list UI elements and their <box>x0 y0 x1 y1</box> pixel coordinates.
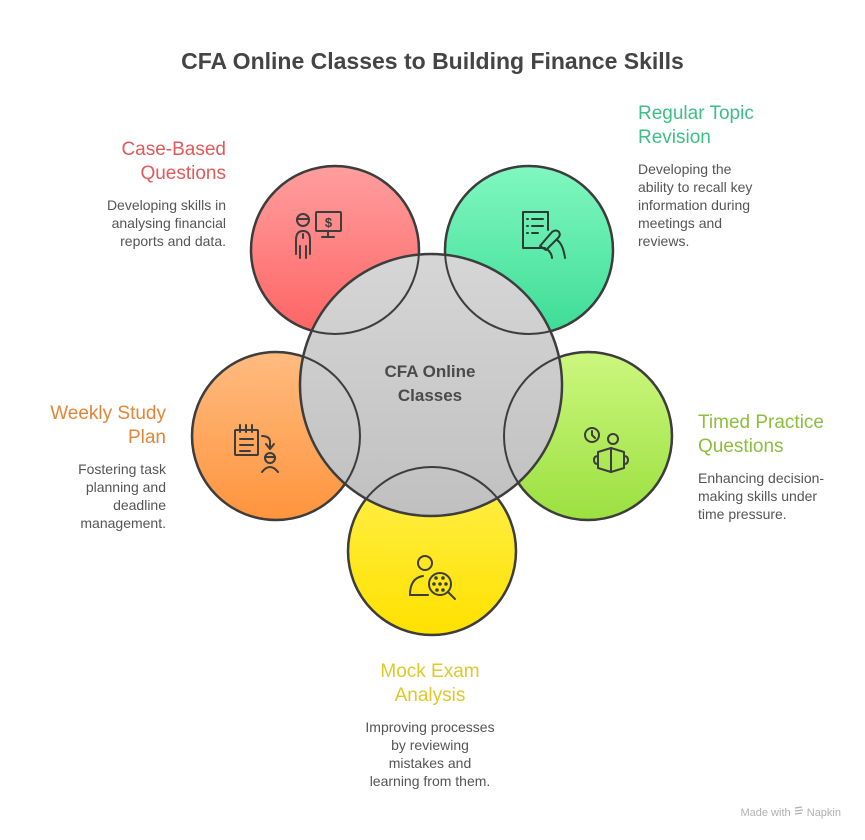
diagram-title: CFA Online Classes to Building Finance S… <box>181 48 684 74</box>
label-weekly-study: Weekly Study Plan Fostering task plannin… <box>50 403 166 531</box>
label-regular-topic: Regular Topic Revision Developing the ab… <box>638 103 754 249</box>
label-mock-exam: Mock Exam Analysis Improving processes b… <box>365 661 495 789</box>
center-label: CFA Online Classes <box>384 362 476 405</box>
analyst-monitor-dollar-icon: $ <box>295 211 342 259</box>
svg-text:$: $ <box>325 215 333 230</box>
person-magnifier-icon <box>409 555 456 600</box>
label-case-based: Case-Based Questions Developing skills i… <box>106 139 226 249</box>
notepad-arrow-person-icon <box>234 424 279 473</box>
label-timed-practice: Timed Practice Questions Enhancing decis… <box>698 412 825 522</box>
clock-reading-person-icon <box>584 427 629 473</box>
circle-center <box>298 252 564 518</box>
napkin-logo-icon <box>794 806 804 819</box>
napkin-watermark: Made with Napkin <box>740 806 841 819</box>
document-writing-hand-icon <box>522 211 566 259</box>
